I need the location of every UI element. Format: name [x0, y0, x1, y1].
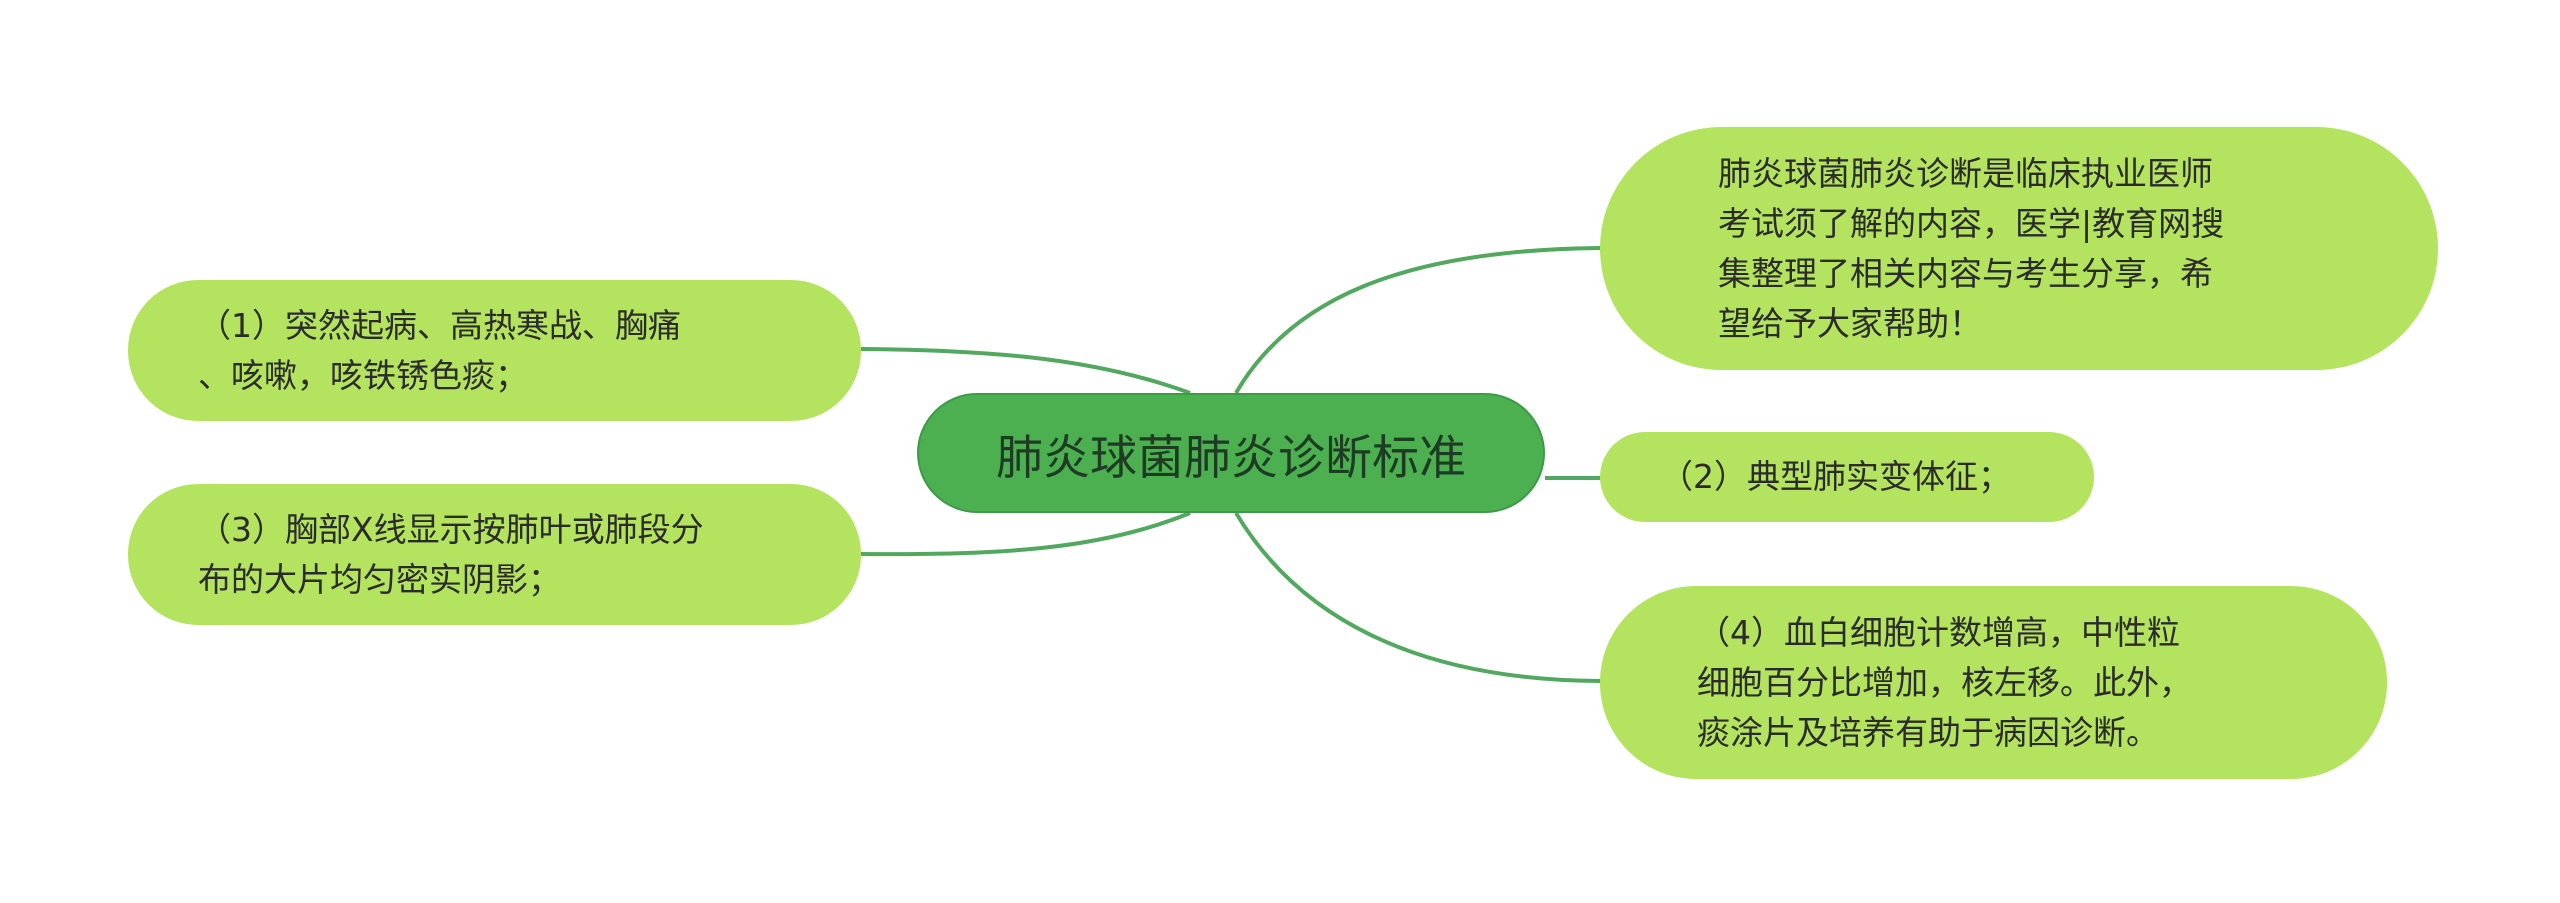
- connector-item3: [860, 511, 1191, 557]
- branch-label-intro: 肺炎球菌肺炎诊断是临床执业医师 考试须了解的内容，医学|教育网搜 集整理了相关内…: [1718, 153, 2225, 343]
- branch-node-item2[interactable]: （2）典型肺实变体征；: [1600, 432, 2094, 522]
- branch-node-intro[interactable]: 肺炎球菌肺炎诊断是临床执业医师 考试须了解的内容，医学|教育网搜 集整理了相关内…: [1600, 127, 2438, 370]
- branch-node-item1[interactable]: （1）突然起病、高热寒战、胸痛 、咳嗽，咳铁锈色痰；: [128, 280, 861, 421]
- central-topic-label: 肺炎球菌肺炎诊断标准: [996, 430, 1466, 486]
- branch-node-item4[interactable]: （4）血白细胞计数增高，中性粒 细胞百分比增加，核左移。此外， 痰涂片及培养有助…: [1600, 586, 2387, 779]
- branch-label-item1: （1）突然起病、高热寒战、胸痛 、咳嗽，咳铁锈色痰；: [198, 305, 681, 395]
- branch-label-item2: （2）典型肺实变体征；: [1660, 457, 2011, 496]
- branch-label-item4: （4）血白细胞计数增高，中性粒 细胞百分比增加，核左移。此外， 痰涂片及培养有助…: [1697, 612, 2192, 752]
- connector-item1: [860, 347, 1191, 395]
- connector-intro: [1234, 246, 1601, 395]
- branch-node-item3[interactable]: （3）胸部X线显示按肺叶或肺段分 布的大片均匀密实阴影；: [128, 484, 861, 625]
- connector-item4: [1234, 511, 1601, 683]
- branch-label-item3: （3）胸部X线显示按肺叶或肺段分 布的大片均匀密实阴影；: [198, 509, 704, 599]
- central-topic[interactable]: 肺炎球菌肺炎诊断标准: [917, 393, 1545, 513]
